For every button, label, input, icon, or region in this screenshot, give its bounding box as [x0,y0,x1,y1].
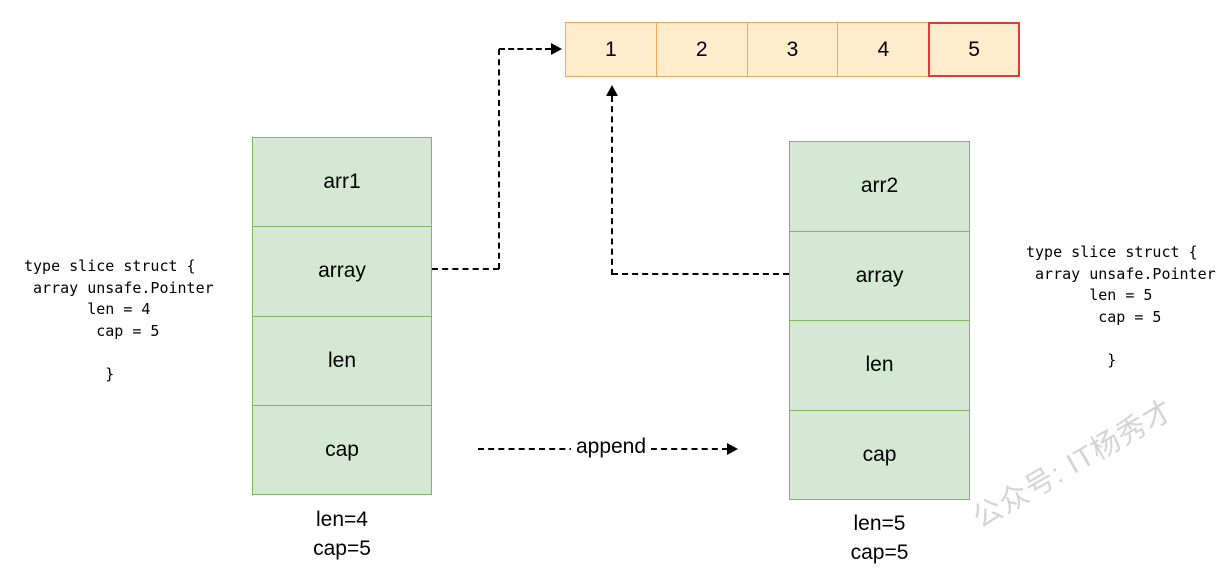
arr1-cap-caption: cap=5 [313,537,371,560]
left-code-annotation: type slice struct { array unsafe.Pointer… [24,257,214,383]
slice-struct-arr1: arr1 array len cap [252,137,432,495]
array-cell-5-highlighted: 5 [928,22,1020,77]
arr2-cap-field: cap [862,442,897,466]
append-arrowhead-icon [727,443,738,455]
arr2-array-field: array [790,232,969,321]
watermark-text: 公众号: IT杨秀才 [967,394,1180,535]
arr2-name-row: arr2 [790,142,969,232]
array-cell-3: 3 [748,23,839,76]
arr1-name-row: arr1 [253,138,431,228]
slice-struct-arr2: arr2 array len cap [789,141,970,500]
arr2-pointer-arrow-segment-h [612,273,789,275]
arr1-pointer-arrowhead-icon [551,43,562,55]
arr1-len-caption: len=4 [316,508,368,531]
arr1-array-field: array [253,227,431,317]
right-code-annotation: type slice struct { array unsafe.Pointer… [1026,243,1216,369]
arr1-cap-field: cap [325,437,359,461]
backing-array: 1 2 3 4 5 [565,22,1020,77]
arr2-pointer-arrowhead-icon [606,85,618,96]
append-label: append [570,435,652,459]
arr1-pointer-arrow-segment-h1 [432,268,499,270]
arr2-len-caption: len=5 [853,512,906,535]
arr1-caption: len=4 cap=5 [252,505,432,563]
array-cell-4: 4 [838,23,930,76]
arr2-pointer-arrow-segment-v [611,96,613,275]
array-cell-2: 2 [657,23,748,76]
arr1-pointer-arrow-segment-v [498,49,500,269]
arr2-len-field: len [790,321,969,411]
array-cell-1: 1 [566,23,657,76]
arr1-len-field: len [253,317,431,406]
arr2-cap-caption: cap=5 [850,541,909,564]
arr1-pointer-arrow-segment-h2 [499,48,551,50]
arr2-caption: len=5 cap=5 [789,509,970,567]
